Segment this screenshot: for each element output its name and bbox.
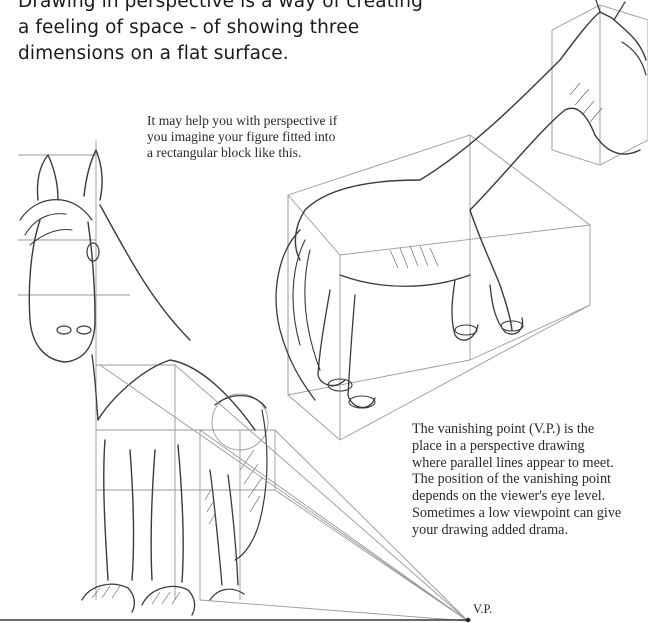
block-caption: It may help you with perspective if you … (147, 113, 337, 162)
vp-label: V.P. (473, 602, 492, 617)
caption-line: The position of the vanishing point (412, 471, 621, 488)
vanishing-point-marker (466, 618, 470, 622)
caption-line: place in a perspective drawing (412, 438, 621, 455)
front-horse-sketch (18, 140, 275, 615)
caption-line: where parallel lines appear to meet. (412, 455, 621, 472)
caption-line: The vanishing point (V.P.) is the (412, 421, 621, 438)
caption-line: you imagine your figure fitted into (147, 129, 337, 145)
vanishing-point-caption: The vanishing point (V.P.) is the place … (412, 421, 621, 539)
caption-line: Sometimes a low viewpoint can give (412, 505, 621, 522)
caption-line: a rectangular block like this. (147, 145, 337, 161)
caption-line: It may help you with perspective if (147, 113, 337, 129)
caption-line: depends on the viewer's eye level. (412, 488, 621, 505)
boxed-horse-sketch (276, 0, 648, 440)
caption-line: your drawing added drama. (412, 522, 621, 539)
